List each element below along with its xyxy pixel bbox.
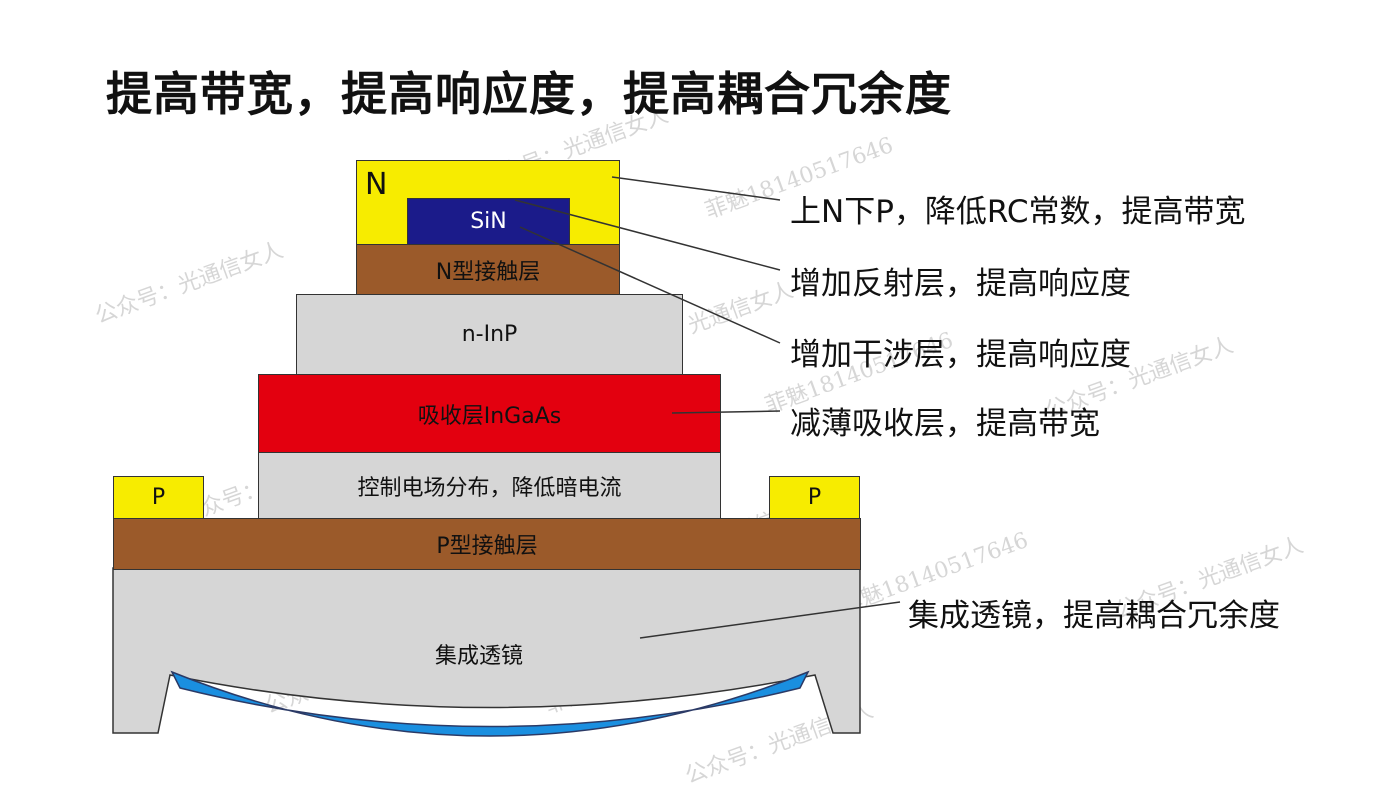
- n-contact-layer-label: N型接触层: [435, 259, 541, 285]
- lens-curve: [170, 670, 810, 737]
- p-contact-layer-label: P型接触层: [436, 534, 538, 559]
- leader-line-2: [514, 199, 781, 271]
- leader-line-1: [611, 176, 781, 201]
- page-title: 提高带宽，提高响应度，提高耦合冗余度: [106, 67, 952, 121]
- leader-line-4: [671, 410, 781, 414]
- absorption-layer-label: 吸收层InGaAs: [417, 403, 562, 429]
- annotation-reflection-layer: 增加反射层，提高响应度: [790, 266, 1131, 302]
- annotation-thin-absorption: 减薄吸收层，提高带宽: [790, 406, 1100, 442]
- p-electrode-left: P: [113, 476, 204, 519]
- p-contact-layer: P型接触层: [113, 518, 861, 570]
- leader-line-5: [639, 601, 901, 639]
- p-electrode-right: P: [769, 476, 860, 519]
- sin-layer-label: SiN: [470, 209, 507, 234]
- annotation-integrated-lens: 集成透镜，提高耦合冗余度: [908, 598, 1280, 634]
- annotation-interference-layer: 增加干涉层，提高响应度: [790, 337, 1131, 373]
- n-inp-layer-label: n-InP: [461, 322, 518, 347]
- annotation-bandwidth-rc: 上N下P，降低RC常数，提高带宽: [790, 194, 1246, 230]
- n-electrode-label: N: [365, 167, 388, 202]
- p-electrode-left-label: P: [151, 485, 166, 510]
- n-inp-layer: n-InP: [296, 294, 683, 375]
- lens-label: 集成透镜: [435, 644, 524, 669]
- control-layer: 控制电场分布，降低暗电流: [258, 452, 721, 519]
- p-electrode-right-label: P: [807, 485, 822, 510]
- absorption-layer: 吸收层InGaAs: [258, 374, 721, 453]
- sin-layer: SiN: [407, 198, 570, 245]
- leader-line-3: [519, 226, 781, 344]
- control-layer-label: 控制电场分布，降低暗电流: [357, 475, 622, 501]
